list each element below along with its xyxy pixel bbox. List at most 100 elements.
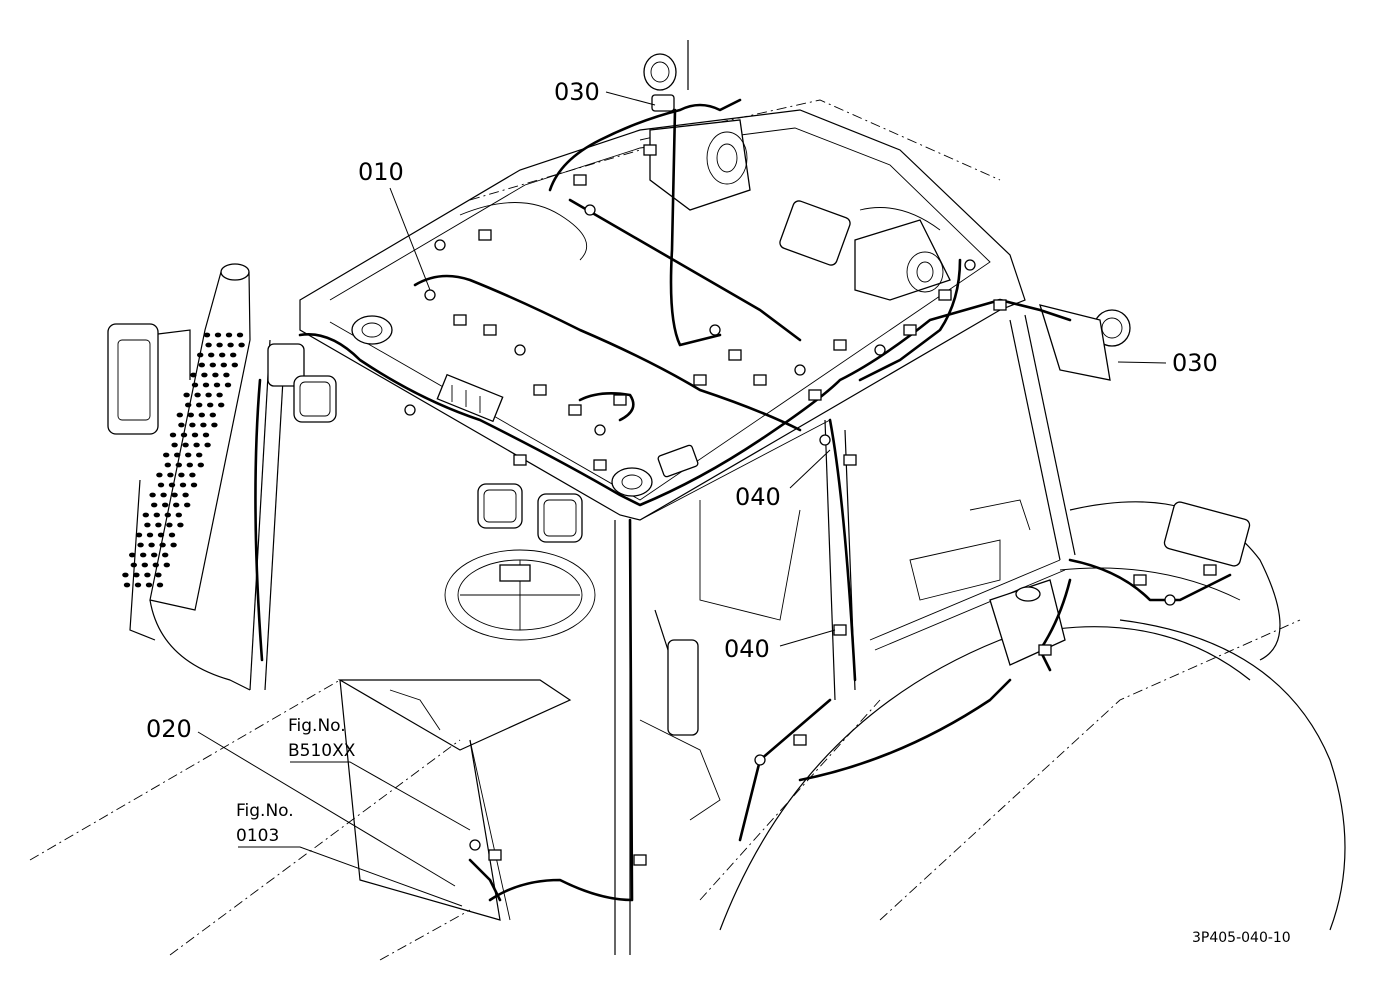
perforation-hole xyxy=(216,392,223,398)
connector xyxy=(453,314,467,326)
perforation-hole xyxy=(155,522,162,528)
perforation-hole xyxy=(194,392,201,398)
perforation-hole xyxy=(164,462,171,468)
perforation-hole xyxy=(197,462,204,468)
connector xyxy=(1133,574,1147,586)
callout-040-upper: 040 xyxy=(735,483,781,511)
callout-030-right: 030 xyxy=(1172,349,1218,377)
perforation-hole xyxy=(130,562,137,568)
perforation-hole xyxy=(225,332,233,338)
perforation-hole xyxy=(224,382,232,388)
perforation-hole xyxy=(175,462,182,468)
perforation-hole xyxy=(123,582,131,588)
connector xyxy=(514,344,526,356)
perforation-hole xyxy=(177,522,184,528)
perforation-hole xyxy=(135,532,143,538)
callout-030-top: 030 xyxy=(554,78,600,106)
perforation-hole xyxy=(144,572,151,578)
perforation-hole xyxy=(190,372,197,378)
perforation-hole xyxy=(220,362,227,368)
harness-connectors xyxy=(404,144,1217,866)
connector xyxy=(404,404,416,416)
connector xyxy=(993,299,1007,311)
perforation-hole xyxy=(183,392,190,398)
perforation-hole xyxy=(209,412,216,418)
connector xyxy=(584,204,596,216)
perforation-hole xyxy=(184,502,191,508)
connector xyxy=(643,144,657,156)
connector xyxy=(833,339,847,351)
connector xyxy=(488,849,502,861)
perforation-hole xyxy=(178,472,185,478)
perforation-hole xyxy=(191,432,199,438)
connector xyxy=(1038,644,1052,656)
callout-leaders xyxy=(197,91,1167,907)
cab-interior xyxy=(337,499,1031,921)
perforation-hole xyxy=(211,422,218,428)
connector xyxy=(613,394,627,406)
connector xyxy=(513,454,527,466)
beacon-right xyxy=(1039,304,1131,381)
perforation-hole xyxy=(122,572,129,578)
perforation-hole xyxy=(219,352,226,358)
speakers xyxy=(351,315,653,497)
perforation-hole xyxy=(173,502,180,508)
perforation-hole xyxy=(167,472,174,478)
perforation-hole xyxy=(197,352,204,358)
perforation-hole xyxy=(162,502,169,508)
connector xyxy=(874,344,886,356)
connector xyxy=(434,239,446,251)
connector xyxy=(594,424,606,436)
perforation-hole xyxy=(174,452,181,458)
perforation-hole xyxy=(146,532,154,538)
connector xyxy=(754,754,766,766)
connector xyxy=(938,289,952,301)
perforation-hole xyxy=(202,432,210,438)
fig-ref-0103-label: Fig.No. xyxy=(236,801,294,821)
connector xyxy=(808,389,822,401)
perforation-hole xyxy=(209,362,216,368)
connector xyxy=(533,384,547,396)
perforation-hole xyxy=(186,462,193,468)
perforation-hole xyxy=(171,492,178,498)
perforation-hole xyxy=(144,522,151,528)
perforation-hole xyxy=(202,382,210,388)
perforation-hole xyxy=(200,422,207,428)
perforation-hole xyxy=(189,422,196,428)
perforation-hole xyxy=(155,572,162,578)
fig-ref-b510xx-number: B510XX xyxy=(288,741,356,761)
connector xyxy=(469,839,481,851)
perforation-hole xyxy=(196,452,203,458)
connector xyxy=(843,454,857,466)
perforation-hole xyxy=(170,542,177,548)
perforation-hole xyxy=(196,402,203,408)
connector xyxy=(833,624,847,636)
perforation-hole xyxy=(190,482,198,488)
perforation-hole xyxy=(141,562,148,568)
connector xyxy=(568,404,582,416)
perforation-hole xyxy=(216,342,223,348)
perforation-hole xyxy=(223,372,230,378)
perforation-hole xyxy=(227,342,234,348)
perforation-hole xyxy=(162,552,169,558)
perforation-hole xyxy=(179,482,187,488)
perforation-hole xyxy=(187,412,194,418)
perforation-hole xyxy=(175,512,182,518)
perforation-hole xyxy=(151,502,158,508)
perforation-hole xyxy=(236,332,244,338)
perforation-hole xyxy=(169,432,177,438)
relay-block xyxy=(436,373,699,478)
perforation-hole xyxy=(133,572,140,578)
exhaust-stack xyxy=(122,263,251,691)
perforation-hole xyxy=(140,552,147,558)
connector xyxy=(903,324,917,336)
callout-040-lower: 040 xyxy=(724,635,770,663)
perforation-hole xyxy=(148,542,155,548)
perforation-hole xyxy=(182,492,189,498)
connector xyxy=(794,364,806,376)
perforation-hole xyxy=(214,332,222,338)
perforation-hole xyxy=(156,472,163,478)
perforation-hole xyxy=(129,552,136,558)
perforation-hole xyxy=(207,402,214,408)
perforation-hole xyxy=(164,512,171,518)
